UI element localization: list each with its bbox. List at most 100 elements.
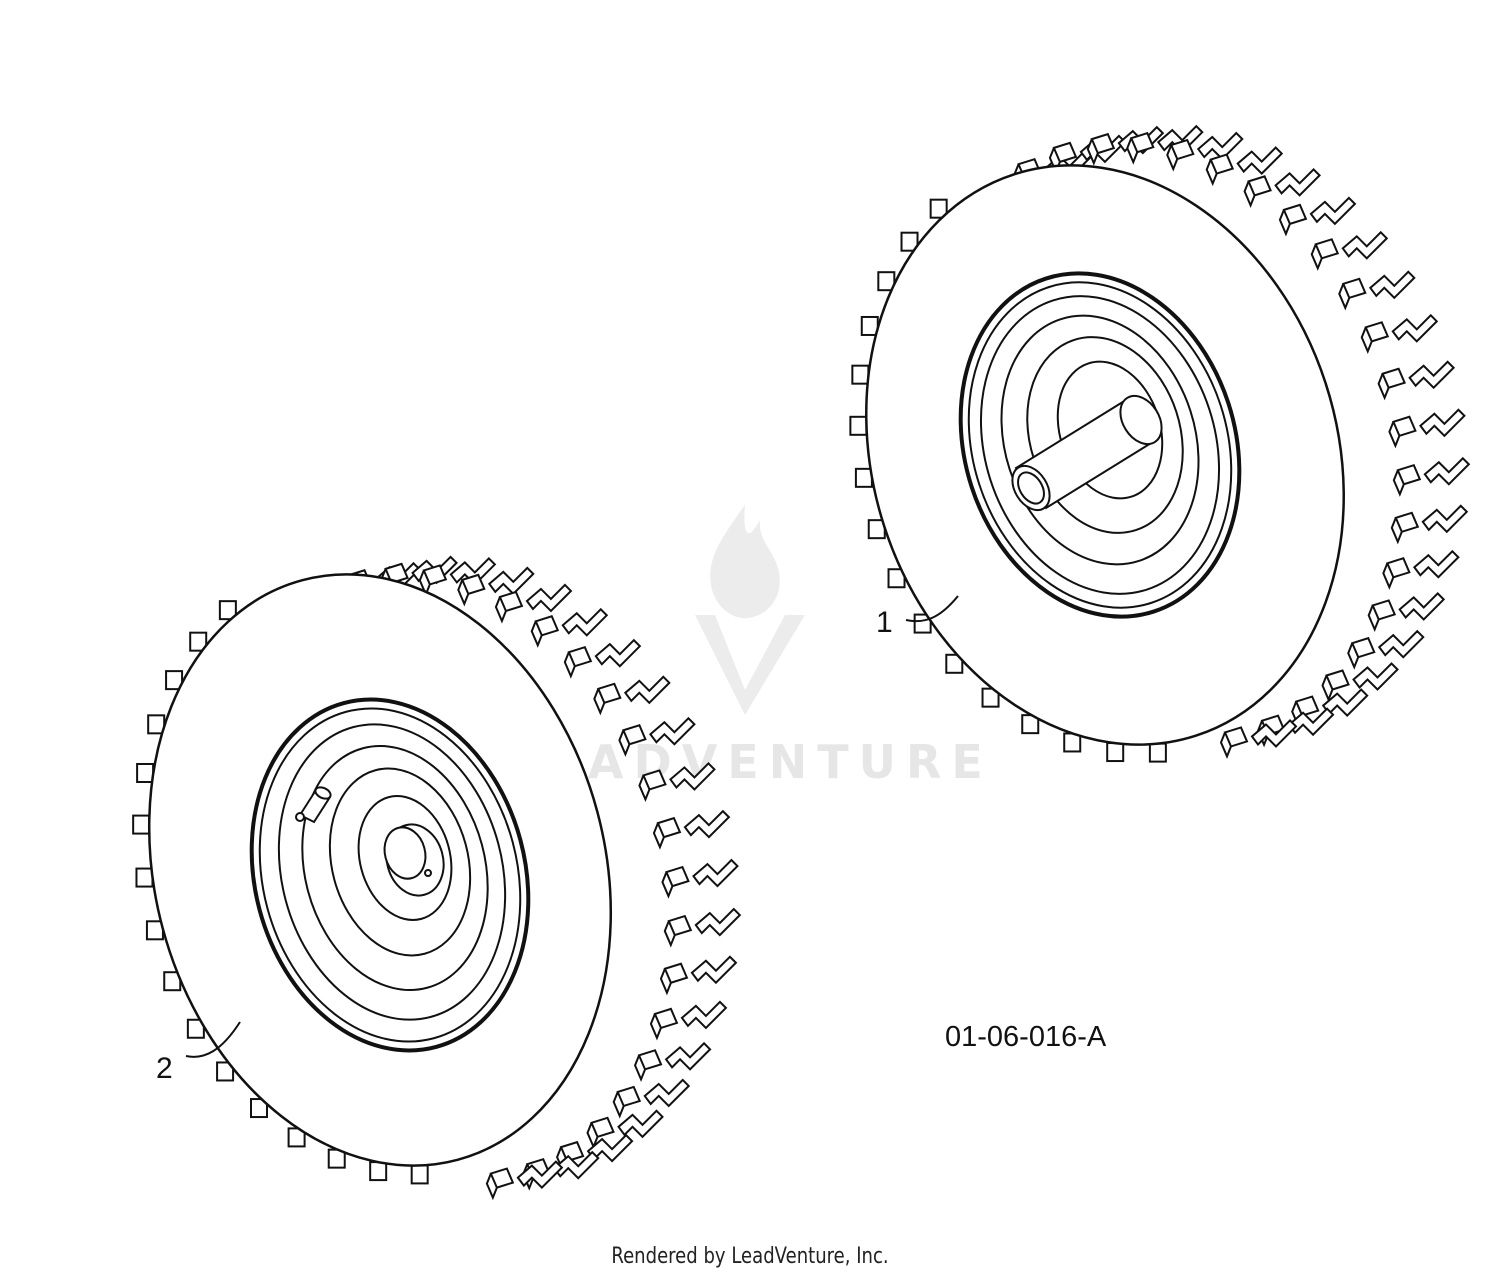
tread-edge-lug	[945, 653, 964, 674]
tread-edge-lug	[854, 467, 873, 488]
tread-chevron	[690, 955, 738, 985]
tread-chevron	[1398, 592, 1446, 621]
wheel-1-rim-outer	[958, 271, 1242, 619]
tread-chevron	[669, 762, 716, 791]
tread-edge-lug	[218, 600, 237, 621]
tread-chevron	[1287, 707, 1335, 737]
tread-lug	[1310, 238, 1340, 271]
tread-chevron	[561, 607, 609, 637]
callout-1-label: 1	[876, 606, 893, 639]
wheel-1-drawing	[849, 124, 1471, 763]
callout-1-leader	[905, 595, 959, 623]
tread-edge-lug	[136, 762, 155, 783]
tread-chevron	[649, 716, 696, 746]
tread-lug	[1392, 464, 1422, 497]
tread-lug	[661, 865, 690, 899]
diagram-code: 01-06-016-A	[945, 1021, 1107, 1053]
tread-chevron	[449, 557, 497, 586]
tread-edge-lug	[851, 364, 870, 385]
tread-lug	[649, 1007, 679, 1041]
tread-chevron	[1341, 230, 1389, 260]
tread-edge-lug	[929, 198, 948, 219]
tread-lug	[663, 914, 693, 948]
tread-chevron	[1377, 629, 1425, 659]
footer-credit: Rendered by LeadVenture, Inc.	[611, 1244, 889, 1269]
tread-lug	[659, 962, 689, 996]
tread-lug	[618, 724, 647, 757]
tread-chevron	[1156, 124, 1204, 154]
tread-lug	[1390, 511, 1420, 545]
tread-chevron	[664, 1041, 712, 1071]
tread-chevron	[487, 566, 535, 596]
wheel-1-tread	[849, 124, 1471, 763]
tread-chevron	[1419, 408, 1466, 438]
tread-edge-lug	[849, 415, 868, 436]
tread-chevron	[1250, 719, 1298, 748]
tread-chevron	[617, 1109, 664, 1139]
tread-edge-lug	[132, 814, 151, 835]
tread-edge-lug	[250, 1098, 269, 1119]
tread-edge-lug	[981, 687, 1000, 708]
tread-chevron	[1321, 688, 1369, 717]
tread-edge-lug	[135, 867, 154, 888]
tread-chevron	[683, 809, 731, 839]
tread-lug	[1382, 557, 1411, 590]
tread-lug	[1278, 203, 1308, 237]
callout-2: 2	[156, 1021, 241, 1085]
tread-lug	[485, 1167, 515, 1201]
tread-lug	[418, 564, 448, 598]
tread-chevron	[1423, 456, 1471, 486]
tread-chevron	[552, 1150, 600, 1180]
watermark-flame-icon	[710, 505, 780, 619]
tread-lug	[1338, 277, 1367, 311]
tread-chevron	[525, 583, 573, 613]
wheel-2-drawing	[132, 555, 742, 1201]
wheel-1-axle	[1011, 394, 1163, 512]
tread-lug	[612, 1085, 642, 1119]
wheel-2-rim-outer	[249, 697, 531, 1053]
tread-edge-lug	[900, 231, 919, 252]
tread-chevron	[694, 907, 742, 937]
callout-1: 1	[876, 595, 959, 639]
tread-lug	[1388, 415, 1417, 449]
tread-edge-lug	[1148, 742, 1167, 763]
tread-edge-lug	[189, 631, 208, 652]
tread-chevron	[1309, 196, 1357, 226]
tread-chevron	[692, 858, 739, 888]
tread-chevron	[680, 1000, 728, 1030]
tread-chevron	[1196, 131, 1244, 161]
wheel-2-sidewall	[147, 573, 613, 1167]
watermark: LEADVENTURE	[507, 505, 983, 789]
tread-lug	[1321, 669, 1350, 703]
tread-chevron	[594, 638, 642, 668]
tread-chevron	[1412, 549, 1460, 579]
tread-chevron	[1236, 146, 1284, 175]
wheel-2-valve-stem	[295, 786, 332, 824]
tread-chevron	[1391, 313, 1439, 343]
callout-2-label: 2	[156, 1052, 173, 1085]
tread-edge-lug	[216, 1061, 235, 1082]
tread-lug	[1360, 321, 1390, 354]
tread-lug	[1205, 153, 1235, 187]
tread-chevron	[623, 675, 671, 705]
tread-lug	[638, 769, 667, 803]
tread-lug	[1166, 138, 1195, 172]
tread-edge-lug	[369, 1161, 388, 1182]
tread-edge-lug	[165, 670, 184, 691]
tread-lug	[1347, 636, 1376, 670]
tread-lug	[633, 1049, 663, 1082]
tread-edge-lug	[410, 1164, 429, 1185]
tread-chevron	[1274, 167, 1322, 197]
tread-chevron	[1368, 270, 1416, 300]
tread-lug	[1367, 599, 1397, 633]
tread-lug	[1086, 132, 1116, 166]
watermark-v-icon	[695, 615, 805, 715]
tread-lug	[494, 590, 524, 624]
tread-lug	[457, 573, 486, 607]
wheel-2-tread	[132, 555, 742, 1201]
tread-chevron	[1352, 662, 1399, 691]
tread-lug	[593, 682, 622, 716]
tread-chevron	[643, 1078, 691, 1108]
wheel-2-hub	[383, 823, 445, 897]
